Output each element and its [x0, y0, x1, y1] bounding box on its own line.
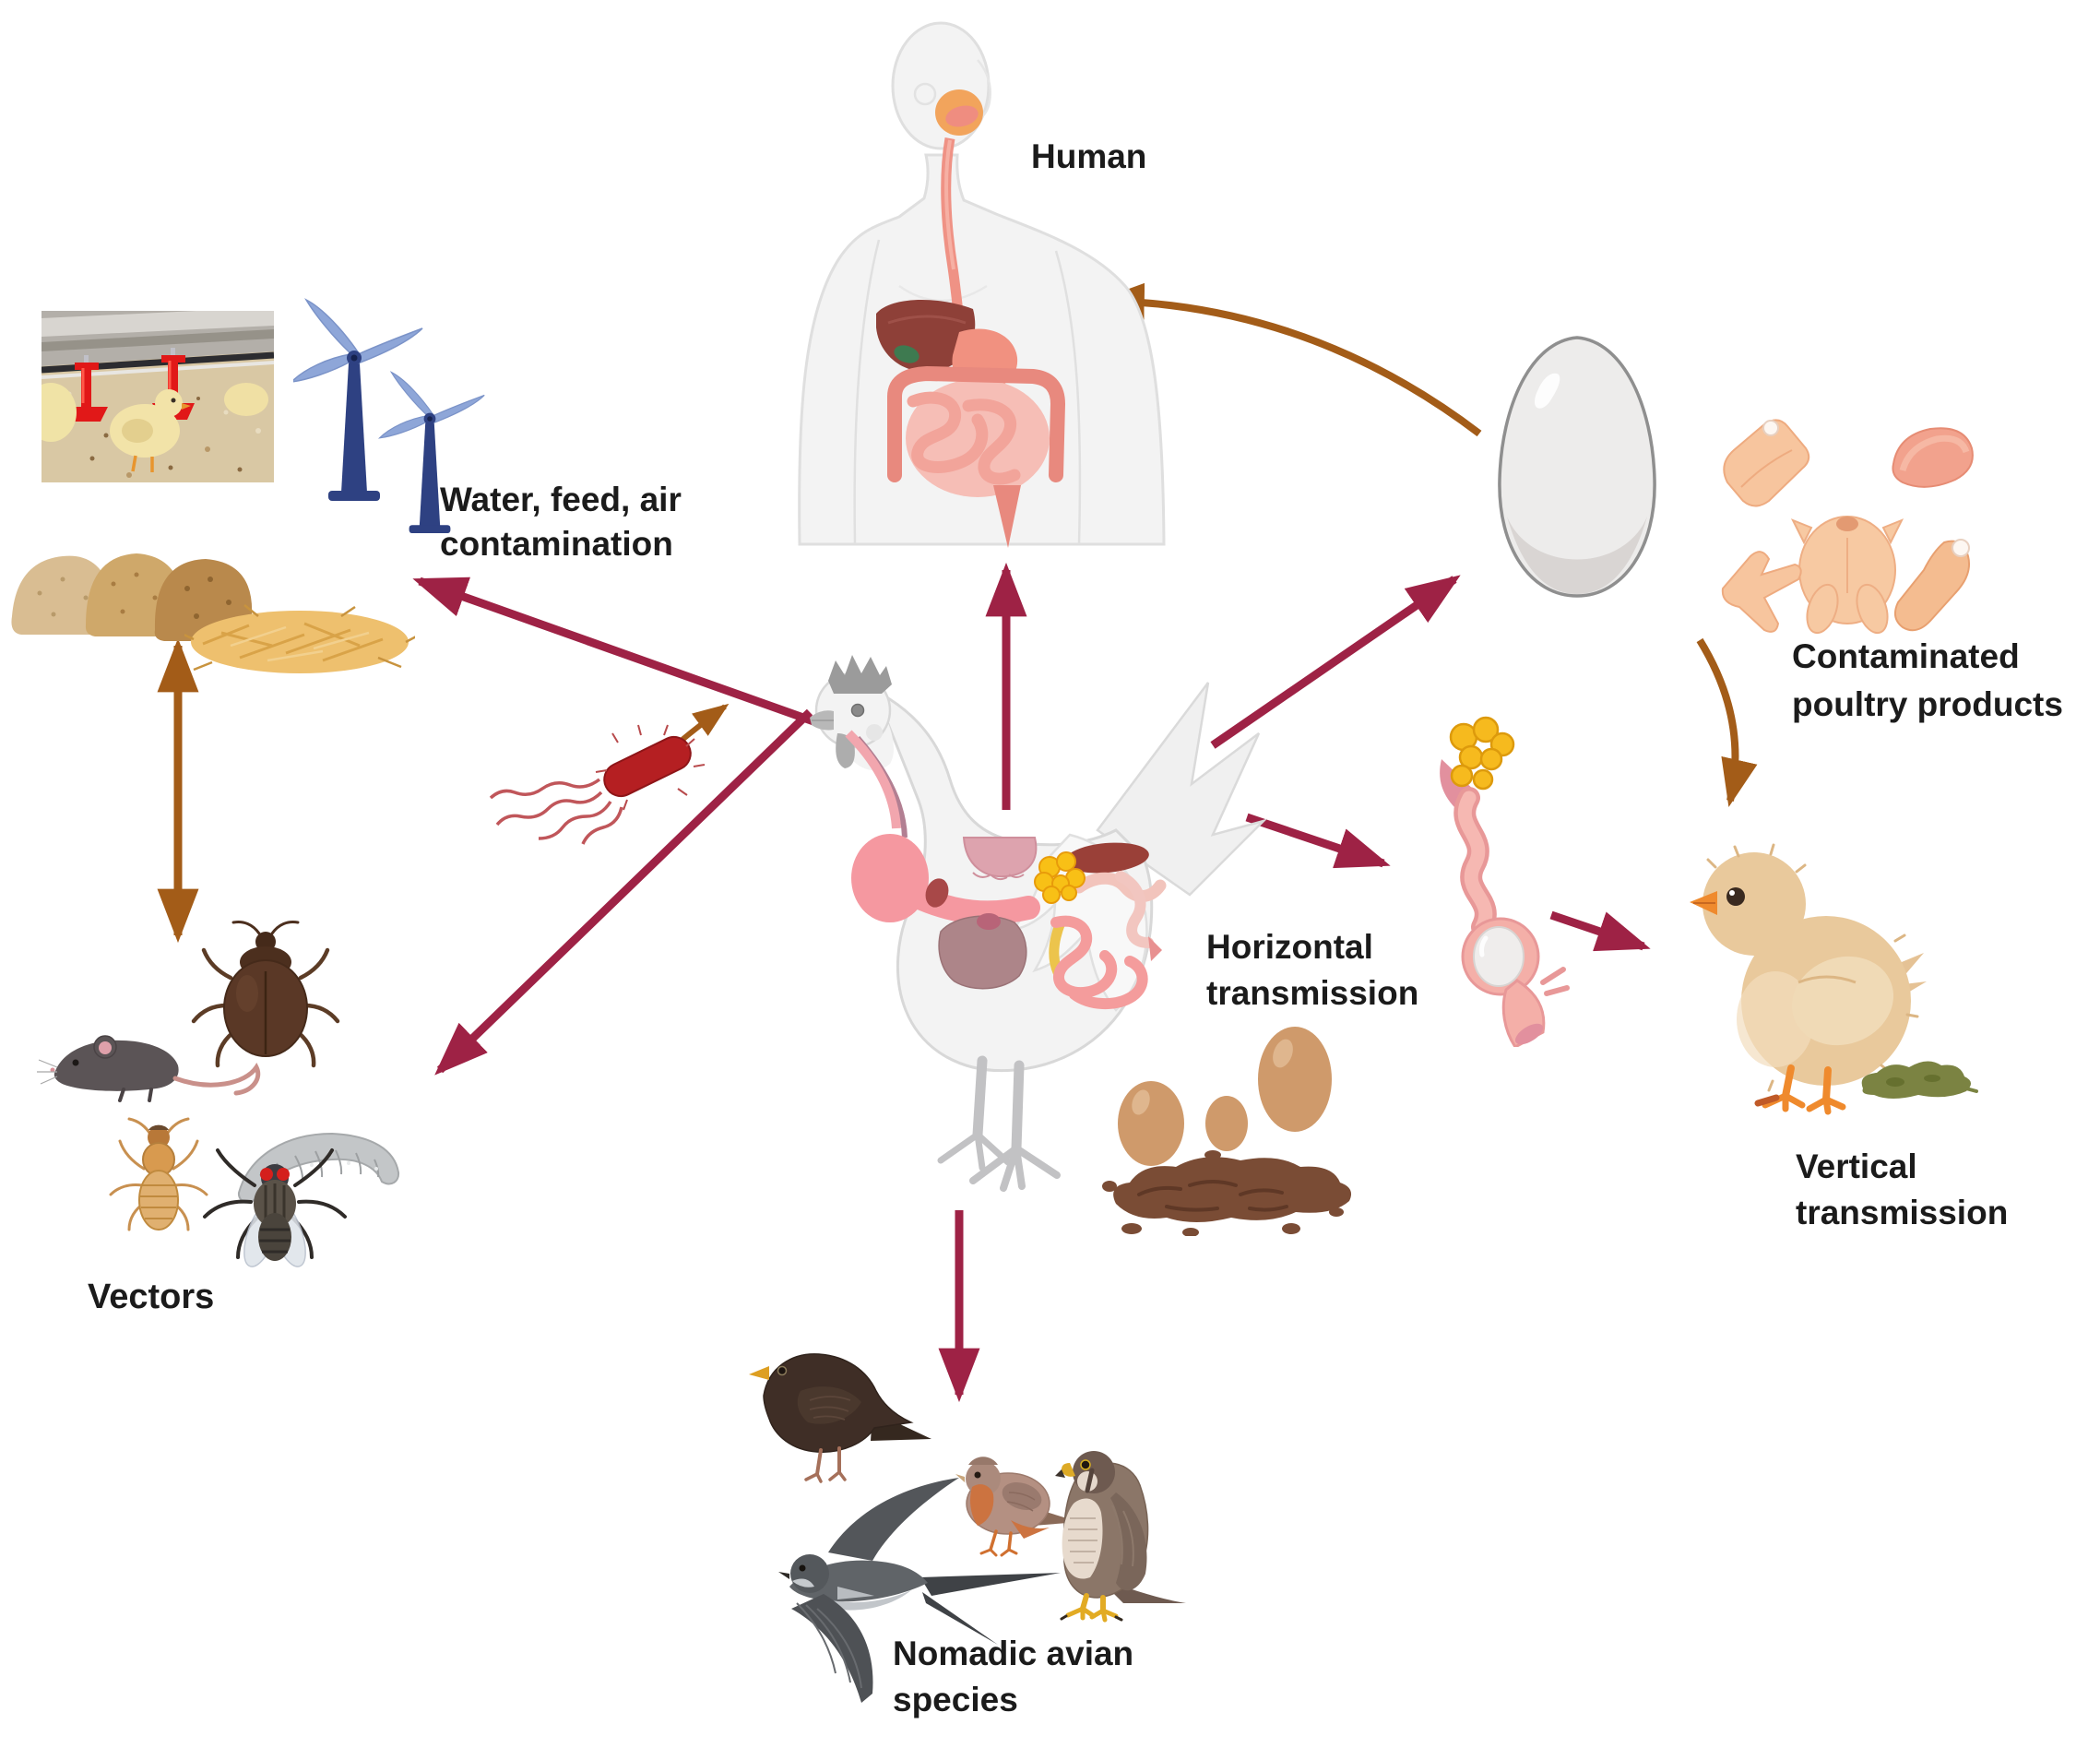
vectors-group: [37, 921, 400, 1267]
falcon-icon: [1055, 1451, 1186, 1623]
water-line-rail: [42, 311, 274, 379]
hen-internal-organs: [845, 730, 1167, 1010]
chick-in-photo-left: [42, 383, 77, 442]
proventriculus-icon: [962, 837, 1038, 878]
chick-in-photo-center: [110, 389, 191, 472]
white-egg-icon: [1498, 336, 1656, 598]
bacterium-icon: [489, 724, 706, 845]
whole-chicken-icon: [1790, 516, 1904, 635]
chicken-wing-icon: [1721, 551, 1802, 633]
chicken-leg-icon: [1893, 539, 1970, 632]
colon-icon: [887, 365, 1066, 482]
eye-icon: [850, 703, 865, 718]
brown-egg-large: [1258, 1027, 1332, 1132]
mite-icon: [109, 1117, 208, 1231]
nomadic-birds-group: [749, 1353, 1186, 1703]
chick-in-photo-right: [224, 383, 268, 416]
wind-turbine-large: [293, 298, 423, 501]
arrow-chicken-to-water-feed: [412, 577, 818, 727]
fly-icon: [203, 1148, 347, 1267]
rectum-icon: [993, 485, 1021, 548]
spleen-icon: [925, 878, 949, 908]
human-digestive-system: [876, 89, 1066, 548]
poultry-products-icon: [1721, 419, 1974, 635]
follicle-cluster-icon: [1449, 716, 1515, 791]
mouth-icon: [945, 105, 979, 127]
beetle-icon: [191, 921, 340, 1068]
straw-pile-icon: [184, 604, 415, 673]
human-label: Human: [1031, 137, 1147, 175]
oviduct-illustration: [1440, 716, 1570, 1047]
flagella: [489, 778, 623, 845]
chicken-thigh-icon: [1723, 419, 1810, 507]
sparrow-icon: [955, 1457, 1079, 1557]
mouse-icon: [37, 1035, 261, 1102]
falcon-feet-icon: [1060, 1593, 1123, 1623]
liver-lobe-icon: [1064, 842, 1149, 874]
blackbird-icon: [749, 1353, 931, 1483]
vectors-label: Vectors: [88, 1278, 215, 1316]
human-figure: [798, 21, 1166, 548]
eggs-and-droppings-icon: [1102, 1027, 1352, 1236]
vertical-transmission-label: Vertical transmission: [1796, 1147, 2009, 1231]
wattle-icon: [836, 733, 855, 768]
chick-legs-icon: [1754, 1064, 1846, 1115]
brown-egg-small: [1205, 1096, 1248, 1151]
water-feed-air-label: Water, feed, air contamination: [440, 481, 682, 563]
horizontal-transmission-label: Horizontal transmission: [1206, 928, 1419, 1012]
arrow-products-to-chick: [1696, 637, 1758, 808]
nomadic-avian-label: Nomadic avian species: [893, 1635, 1134, 1718]
drinking-chicks-photo: [42, 311, 274, 482]
chicken-breast-icon: [1892, 427, 1974, 488]
wind-turbines-icon: [293, 298, 485, 533]
chick-illustration: [1690, 843, 1927, 1115]
wind-turbine-small: [377, 371, 485, 533]
swallow-icon: [778, 1478, 1061, 1703]
green-dropping-icon: [1861, 1061, 1978, 1099]
feces-icon: [1102, 1150, 1352, 1236]
small-intestine-icon: [907, 391, 1021, 485]
intestines-icon: [1050, 915, 1118, 998]
egg-in-shell-gland-icon: [1473, 926, 1525, 987]
gallbladder-icon: [894, 345, 919, 363]
litter-texture: [57, 391, 261, 478]
chicken-illustration: [810, 655, 1268, 1192]
brown-egg-medium: [1118, 1081, 1184, 1166]
contaminated-poultry-label: Contaminated poultry products: [1792, 637, 2063, 723]
ovary-follicles-icon: [1034, 851, 1086, 904]
chick-eye-icon: [1726, 887, 1745, 906]
comb-icon: [828, 655, 892, 694]
